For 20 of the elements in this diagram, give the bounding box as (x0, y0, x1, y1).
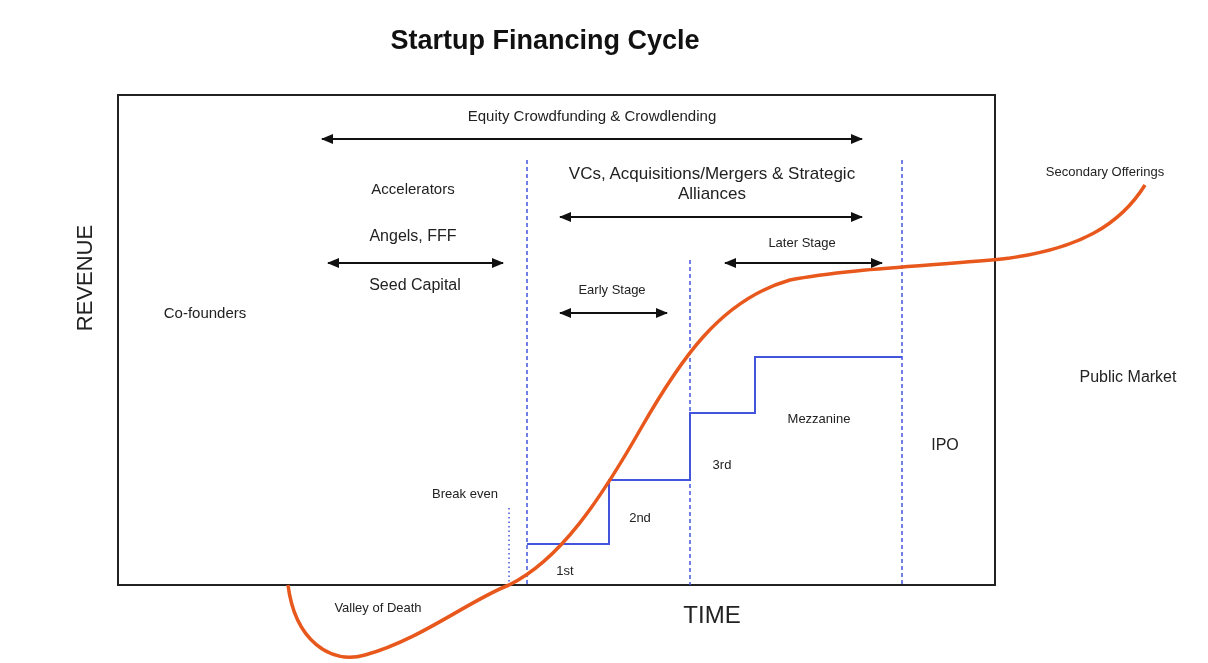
annotation-label: 1st (556, 563, 574, 579)
annotation-label: IPO (931, 435, 959, 455)
annotation-label: Secondary Offerings (1045, 164, 1165, 180)
annotation-label: Equity Crowdfunding & Crowdlending (467, 107, 717, 125)
chart-title: Startup Financing Cycle (390, 23, 700, 57)
annotation-label: Angels, FFF (369, 226, 457, 246)
annotation-label: Break even (432, 486, 498, 502)
annotation-label: Seed Capital (369, 275, 461, 295)
annotation-label: Mezzanine (787, 411, 851, 427)
annotation-label: Public Market (1079, 367, 1177, 387)
annotation-label: 2nd (629, 510, 651, 526)
annotation-label: Valley of Death (334, 600, 422, 616)
annotation-label: Co-founders (163, 304, 247, 322)
annotation-label: VCs, Acquisitions/Mergers & Strategic Alliances (567, 163, 857, 205)
annotation-label: Later Stage (768, 235, 836, 251)
annotation-label: 3rd (712, 457, 732, 473)
axis-title: REVENUE (71, 224, 98, 332)
axis-title: TIME (683, 600, 741, 630)
annotation-label: Early Stage (578, 282, 646, 298)
annotation-label: Accelerators (371, 180, 455, 198)
